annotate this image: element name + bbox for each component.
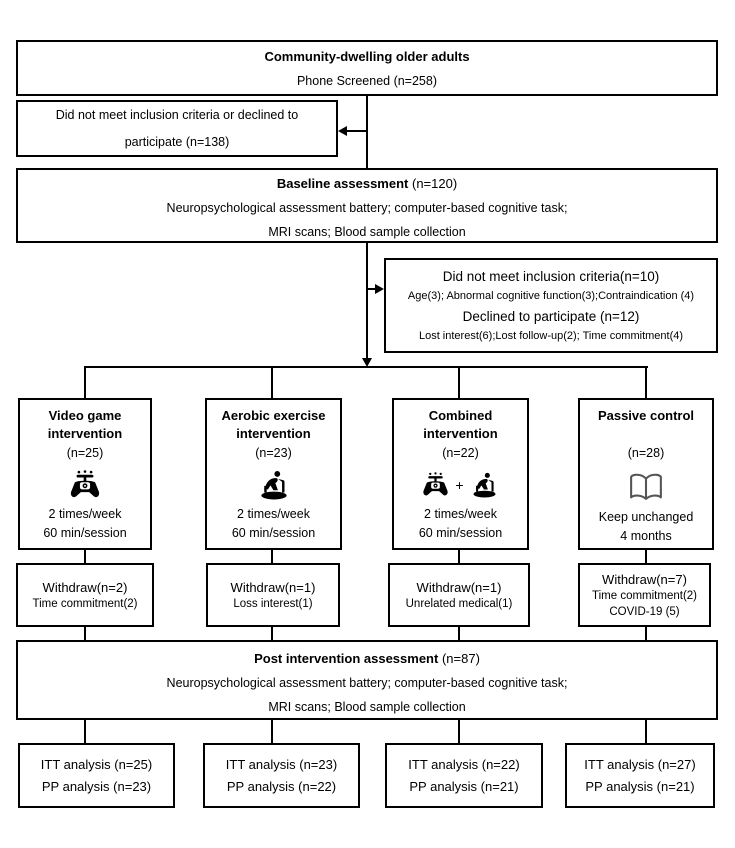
arm2-schedule-1: 2 times/week xyxy=(237,507,310,521)
arm3-n: (n=22) xyxy=(442,446,479,460)
connector-stub-arm-2 xyxy=(271,366,273,400)
box-analysis-2: ITT analysis (n=23) PP analysis (n=22) xyxy=(203,743,360,808)
connector-baseline-to-arms xyxy=(366,243,368,359)
box-excluded-screening: Did not meet inclusion criteria or decli… xyxy=(16,100,338,157)
analysis3-pp: PP analysis (n=21) xyxy=(409,778,519,794)
connector-arm3-withdraw xyxy=(458,548,460,565)
arm4-title: Passive control xyxy=(597,408,695,423)
arrowhead-excluded-screening xyxy=(338,126,347,136)
excluded-baseline-line4: Lost interest(6);Lost follow-up(2); Time… xyxy=(418,330,684,343)
withdraw4-reason-2: COVID-19 (5) xyxy=(609,605,680,618)
box-screened: Community-dwelling older adults Phone Sc… xyxy=(16,40,718,96)
box-withdraw-2: Withdraw(n=1) Loss interest(1) xyxy=(206,563,340,627)
box-analysis-1: ITT analysis (n=25) PP analysis (n=23) xyxy=(18,743,175,808)
connector-stub-arm-3 xyxy=(458,366,460,400)
connector-withdraw4-post xyxy=(645,625,647,642)
arm4-n: (n=28) xyxy=(627,446,665,460)
post-line1: Neuropsychological assessment battery; c… xyxy=(166,676,568,690)
analysis1-itt: ITT analysis (n=25) xyxy=(40,756,153,772)
box-withdraw-3: Withdraw(n=1) Unrelated medical(1) xyxy=(388,563,530,627)
exercise-bike-icon xyxy=(256,470,292,500)
connector-post-analysis1 xyxy=(84,718,86,745)
analysis4-itt: ITT analysis (n=27) xyxy=(584,756,696,772)
box-post-assessment: Post intervention assessment (n=87) Neur… xyxy=(16,640,718,720)
arm2-schedule-2: 60 min/session xyxy=(231,526,316,540)
connector-post-analysis2 xyxy=(271,718,273,745)
connector-arm2-withdraw xyxy=(271,548,273,565)
gamepad-icon xyxy=(68,470,102,500)
baseline-title: Baseline assessment (n=120) xyxy=(276,176,458,191)
box-analysis-4: ITT analysis (n=27) PP analysis (n=21) xyxy=(565,743,715,808)
arm1-schedule-2: 60 min/session xyxy=(43,526,127,540)
box-arm-video-game: Video game intervention (n=25) 2 times/w… xyxy=(18,398,152,550)
arrowhead-excluded-baseline xyxy=(375,284,384,294)
box-baseline-assessment: Baseline assessment (n=120) Neuropsychol… xyxy=(16,168,718,243)
baseline-line1: Neuropsychological assessment battery; c… xyxy=(166,201,568,215)
arm2-title: Aerobic exercise intervention xyxy=(221,408,326,441)
withdraw2-reason: Loss interest(1) xyxy=(233,597,313,610)
withdraw3-title: Withdraw(n=1) xyxy=(416,579,502,595)
connector-arm1-withdraw xyxy=(84,548,86,565)
arm3-schedule-1: 2 times/week xyxy=(424,507,497,521)
post-line2: MRI scans; Blood sample collection xyxy=(268,700,466,714)
connector-withdraw1-post xyxy=(84,625,86,642)
connector-to-excluded-screening xyxy=(346,130,367,132)
plus-icon: + xyxy=(455,477,464,493)
connector-screened-to-baseline xyxy=(366,96,368,169)
withdraw3-reason: Unrelated medical(1) xyxy=(405,597,513,610)
arm1-schedule-1: 2 times/week xyxy=(48,507,122,521)
box-withdraw-1: Withdraw(n=2) Time commitment(2) xyxy=(16,563,154,627)
box-withdraw-4: Withdraw(n=7) Time commitment(2) COVID-1… xyxy=(578,563,711,627)
arm3-schedule-2: 60 min/session xyxy=(418,526,503,540)
excluded-baseline-line1: Did not meet inclusion criteria(n=10) xyxy=(442,268,660,284)
excluded-baseline-line2: Age(3); Abnormal cognitive function(3);C… xyxy=(407,290,695,303)
arm1-title: Video game intervention xyxy=(47,408,123,441)
excluded-baseline-line3: Declined to participate (n=12) xyxy=(462,308,640,324)
connector-stub-arm-4 xyxy=(645,366,647,400)
arm4-schedule-1: Keep unchanged xyxy=(598,510,694,524)
arrowhead-randomization xyxy=(362,358,372,367)
connector-post-analysis4 xyxy=(645,718,647,745)
exercise-bike-icon xyxy=(469,472,500,498)
connector-distribution-line xyxy=(84,366,648,368)
withdraw1-reason: Time commitment(2) xyxy=(32,597,138,610)
box-excluded-baseline: Did not meet inclusion criteria(n=10) Ag… xyxy=(384,258,718,353)
connector-withdraw3-post xyxy=(458,625,460,642)
connector-to-excluded-baseline xyxy=(367,288,376,290)
post-title: Post intervention assessment (n=87) xyxy=(254,651,480,666)
arm3-title: Combined intervention xyxy=(423,408,498,441)
excluded-screening-line2: participate (n=138) xyxy=(124,134,230,149)
connector-withdraw2-post xyxy=(271,625,273,642)
withdraw4-title: Withdraw(n=7) xyxy=(602,571,687,587)
withdraw1-title: Withdraw(n=2) xyxy=(42,579,128,595)
screened-subtitle: Phone Screened (n=258) xyxy=(296,74,438,88)
withdraw2-title: Withdraw(n=1) xyxy=(230,579,316,595)
box-arm-aerobic-exercise: Aerobic exercise intervention (n=23) 2 t… xyxy=(205,398,342,550)
arm4-schedule-2: 4 months xyxy=(620,529,672,543)
excluded-screening-line1: Did not meet inclusion criteria or decli… xyxy=(55,107,299,122)
connector-stub-arm-1 xyxy=(84,366,86,400)
box-arm-passive-control: Passive control (n=28) Keep unchanged 4 … xyxy=(578,398,714,550)
analysis2-pp: PP analysis (n=22) xyxy=(226,778,337,794)
analysis3-itt: ITT analysis (n=22) xyxy=(408,756,520,772)
connector-post-analysis3 xyxy=(458,718,460,745)
arm1-n: (n=25) xyxy=(66,446,104,460)
baseline-line2: MRI scans; Blood sample collection xyxy=(268,225,466,239)
box-arm-combined: Combined intervention (n=22) + xyxy=(392,398,529,550)
analysis2-itt: ITT analysis (n=23) xyxy=(225,756,338,772)
analysis4-pp: PP analysis (n=21) xyxy=(585,778,695,794)
withdraw4-reason-1: Time commitment(2) xyxy=(592,589,697,602)
arm2-n: (n=23) xyxy=(255,446,292,460)
open-book-icon xyxy=(626,472,666,504)
gamepad-icon xyxy=(421,472,450,498)
screened-title: Community-dwelling older adults xyxy=(264,49,470,64)
box-analysis-3: ITT analysis (n=22) PP analysis (n=21) xyxy=(385,743,543,808)
connector-arm4-withdraw xyxy=(645,548,647,565)
analysis1-pp: PP analysis (n=23) xyxy=(41,778,152,794)
